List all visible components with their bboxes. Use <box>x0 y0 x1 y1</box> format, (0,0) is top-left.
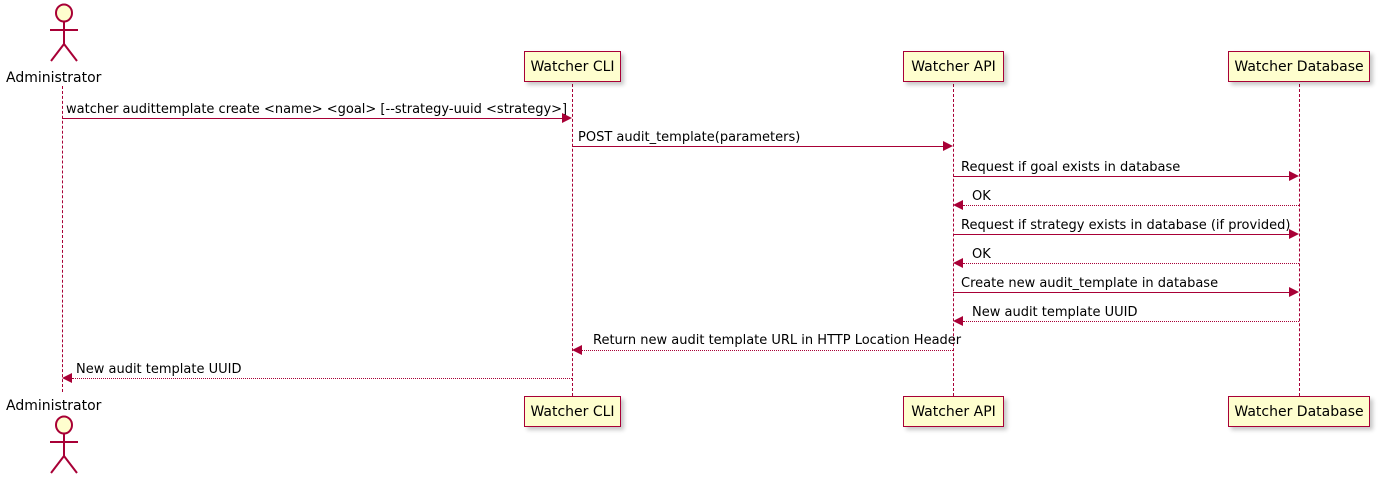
message-label-1: watcher audittemplate create <name> <goa… <box>66 102 568 117</box>
message-arrowhead-8 <box>953 316 963 326</box>
message-line-10 <box>72 378 572 379</box>
message-arrowhead-7 <box>1289 287 1299 297</box>
message-line-8 <box>963 321 1299 322</box>
participant-watcher-cli-top[interactable]: Watcher CLI <box>524 51 621 82</box>
message-line-1 <box>62 118 564 119</box>
message-label-4: OK <box>972 189 991 204</box>
participant-label-watcher-database-top: Watcher Database <box>1234 58 1364 75</box>
message-line-4 <box>963 205 1299 206</box>
message-arrowhead-3 <box>1289 171 1299 181</box>
message-label-3: Request if goal exists in database <box>961 160 1181 175</box>
message-label-2: POST audit_template(parameters) <box>578 130 801 145</box>
message-label-8: New audit template UUID <box>972 305 1138 320</box>
participant-label-watcher-api-top: Watcher API <box>911 58 996 75</box>
message-label-6: OK <box>972 247 991 262</box>
participant-watcher-cli-bottom[interactable]: Watcher CLI <box>524 396 621 427</box>
participant-watcher-database-bottom[interactable]: Watcher Database <box>1228 396 1370 427</box>
message-label-9: Return new audit template URL in HTTP Lo… <box>593 333 962 348</box>
message-arrowhead-4 <box>953 200 963 210</box>
message-label-7: Create new audit_template in database <box>961 276 1219 291</box>
participant-label-watcher-database-bottom: Watcher Database <box>1234 403 1364 420</box>
message-label-10: New audit template UUID <box>76 362 242 377</box>
actor-administrator-bottom <box>38 414 86 476</box>
message-arrowhead-6 <box>953 258 963 268</box>
participant-label-watcher-api-bottom: Watcher API <box>911 403 996 420</box>
message-line-3 <box>953 176 1291 177</box>
lifeline-administrator <box>62 86 63 392</box>
lifeline-watcher-api <box>953 84 954 396</box>
participant-label-watcher-cli-top: Watcher CLI <box>530 58 615 75</box>
participant-watcher-api-bottom[interactable]: Watcher API <box>903 396 1004 427</box>
message-line-5 <box>953 234 1291 235</box>
message-line-9 <box>582 350 953 351</box>
message-arrowhead-1 <box>562 113 572 123</box>
actor-label-administrator-top: Administrator <box>6 70 102 86</box>
lifeline-watcher-database <box>1299 84 1300 396</box>
actor-label-administrator-bottom: Administrator <box>6 398 102 414</box>
participant-label-watcher-cli-bottom: Watcher CLI <box>530 403 615 420</box>
message-arrowhead-10 <box>62 373 72 383</box>
participant-watcher-database-top[interactable]: Watcher Database <box>1228 51 1370 82</box>
message-line-7 <box>953 292 1291 293</box>
message-arrowhead-9 <box>572 345 582 355</box>
lifeline-watcher-cli <box>572 84 573 396</box>
message-arrowhead-2 <box>943 141 953 151</box>
message-line-2 <box>572 146 945 147</box>
actor-administrator-top <box>38 2 86 64</box>
participant-watcher-api-top[interactable]: Watcher API <box>903 51 1004 82</box>
message-label-5: Request if strategy exists in database (… <box>961 218 1291 233</box>
message-line-6 <box>963 263 1299 264</box>
message-arrowhead-5 <box>1289 229 1299 239</box>
